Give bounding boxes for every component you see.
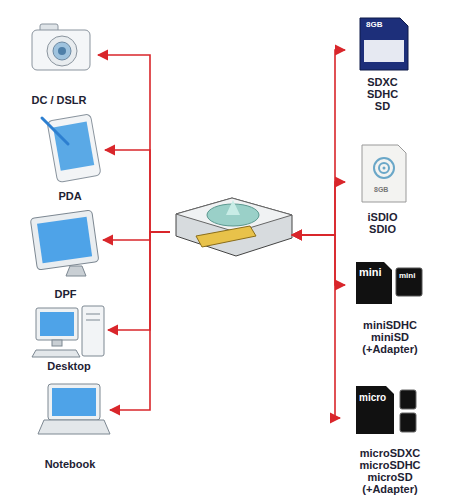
node-label: SDXC SDHC SD: [360, 76, 405, 112]
card-node: iSDIO SDIO: [345, 135, 420, 235]
node-label: DC / DSLR: [20, 94, 98, 106]
node-label: Desktop: [30, 360, 108, 372]
arrow-connector: [103, 232, 170, 240]
card-node: SDXC SDHC SD: [345, 12, 420, 112]
arrow-connector: [98, 55, 170, 232]
node-label: iSDIO SDIO: [363, 211, 403, 235]
node-label: microSDXC microSDHC microSD (+Adapter): [356, 447, 424, 495]
device-node: Notebook: [30, 380, 110, 470]
device-node: DPF: [28, 205, 103, 300]
arrow-connector: [292, 235, 340, 418]
card-node: miniSDHC miniSD (+Adapter): [345, 255, 435, 355]
node-label: Notebook: [30, 458, 110, 470]
card-print: mini: [399, 271, 415, 280]
card-print: micro: [359, 392, 386, 403]
arrow-connector: [105, 150, 170, 232]
card-print: mini: [359, 266, 382, 278]
node-label: miniSDHC miniSD (+Adapter): [358, 319, 422, 355]
card-node: microSDXC microSDHC microSD (+Adapter): [340, 380, 440, 495]
arrow-connector: [292, 235, 345, 285]
arrow-connector: [292, 182, 345, 235]
arrow-connector: [292, 50, 345, 235]
device-node: DC / DSLR: [20, 18, 98, 106]
card-print: 8GB: [366, 20, 382, 29]
node-label: PDA: [35, 190, 105, 202]
card-print: 8GB: [374, 186, 388, 193]
arrow-connector: [108, 232, 170, 330]
device-node: Desktop: [30, 300, 108, 372]
arrow-connector: [110, 232, 170, 410]
node-label: DPF: [28, 288, 103, 300]
device-node: PDA: [35, 110, 105, 202]
adapter-node: [170, 195, 292, 257]
